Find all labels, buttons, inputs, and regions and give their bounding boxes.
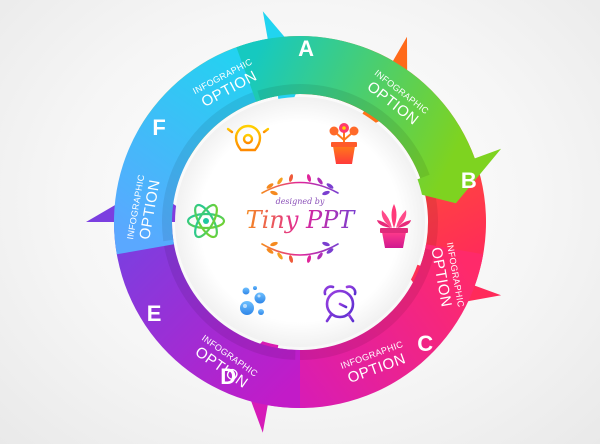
inner-disc xyxy=(175,97,425,347)
atom-icon xyxy=(186,203,226,239)
cycle-ring xyxy=(86,11,502,433)
segment-b-letter: B xyxy=(461,168,477,193)
logo-designed-by: designed by xyxy=(276,197,325,206)
center-logo: designed by Tiny PPT xyxy=(246,174,357,263)
segment-d-letter: D xyxy=(220,364,236,389)
segment-d-shade xyxy=(162,222,296,360)
segment-e-shade xyxy=(161,86,278,242)
flower-pot-icon xyxy=(329,123,359,164)
top-wreath-icon xyxy=(261,174,339,196)
segment-f-arrow xyxy=(236,35,502,204)
alarm-clock-icon xyxy=(323,285,357,323)
segment-f-shade xyxy=(257,84,430,179)
segment-c-shade xyxy=(276,248,435,361)
segment-f-letter: F xyxy=(152,115,165,140)
segment-a-letter: A xyxy=(298,36,314,61)
bottom-wreath-icon xyxy=(261,241,339,263)
logo-wordmark: Tiny PPT xyxy=(246,206,357,234)
bubbles-icon xyxy=(240,286,266,315)
lightbulb-gear-icon xyxy=(224,116,272,160)
segment-e-letter: E xyxy=(147,301,162,326)
segment-c-letter: C xyxy=(417,331,433,356)
succulent-plant-icon xyxy=(377,204,411,248)
